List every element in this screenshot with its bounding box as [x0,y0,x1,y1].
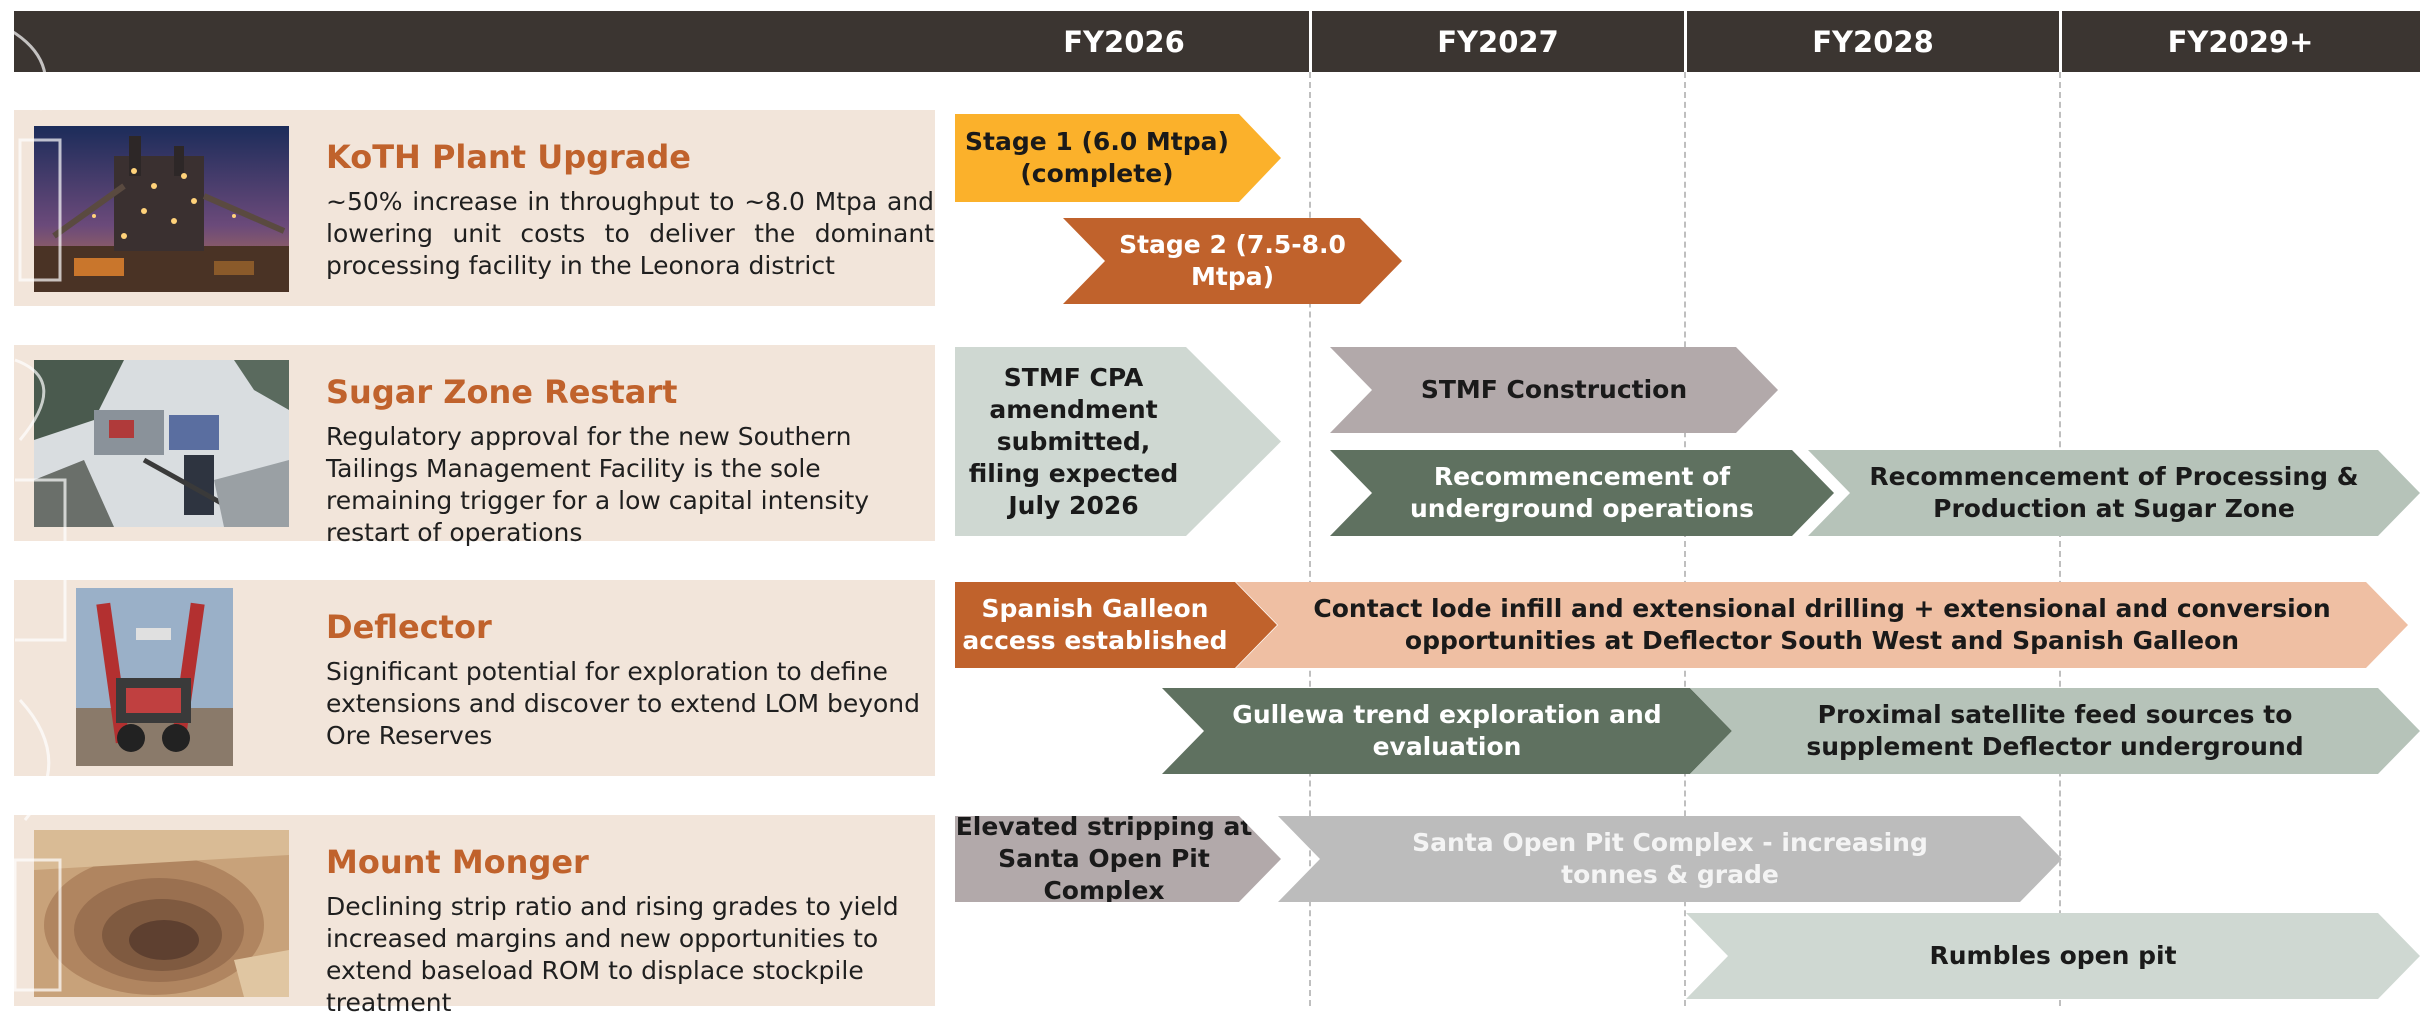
year-divider [1684,11,1687,72]
project-panel-sugar-zone: Sugar Zone Restart Regulatory approval f… [14,345,935,547]
timeline-header [14,11,2420,72]
year-gridline [1309,72,1311,1006]
year-divider [2059,11,2062,72]
year-gridline [2059,72,2061,1006]
year-header-fy2026: FY2026 [1063,24,1185,59]
year-header-fy2028: FY2028 [1812,24,1934,59]
milestone-koth-stage2: Stage 2 (7.5-8.0 Mtpa) [1063,218,1402,304]
milestone-koth-stage1: Stage 1 (6.0 Mtpa) (complete) [955,114,1281,202]
project-description: Declining strip ratio and rising grades … [326,892,899,1017]
project-title: Sugar Zone Restart [326,373,678,411]
drilling-rig-photo [76,588,233,766]
year-divider [1309,11,1312,72]
open-pit-photo [34,830,289,997]
milestone-sugar-underground: Recommencement of underground operations [1330,450,1834,536]
milestone-monger-stripping: Elevated stripping at Santa Open Pit Com… [955,816,1281,902]
project-description: Regulatory approval for the new Southern… [326,422,870,547]
mine-site-photo [34,360,289,527]
processing-plant-photo [34,126,289,292]
milestone-deflector-galleon: Spanish Galleon access established [955,582,1277,668]
milestone-deflector-satellite: Proximal satellite feed sources to suppl… [1690,688,2420,774]
milestone-sugar-stmf-cpa: STMF CPA amendment submitted, filing exp… [955,347,1281,536]
milestone-deflector-contact-lode: Contact lode infill and extensional dril… [1236,582,2408,668]
project-title: KoTH Plant Upgrade [326,138,691,176]
project-panel-mount-monger: Mount Monger Declining strip ratio and r… [14,815,935,1017]
project-description: Significant potential for exploration to… [326,657,921,750]
milestone-sugar-processing: Recommencement of Processing & Productio… [1808,450,2420,536]
project-panel-koth: KoTH Plant Upgrade ~50% increase in thro… [14,110,935,306]
year-header-fy2029: FY2029+ [2167,24,2314,59]
year-gridline [1684,72,1686,1006]
project-panel-deflector: Deflector Significant potential for expl… [14,580,935,776]
milestone-sugar-stmf-construction: STMF Construction [1330,347,1778,433]
project-title: Deflector [326,608,492,646]
year-header-fy2027: FY2027 [1437,24,1559,59]
milestone-deflector-gullewa: Gullewa trend exploration and evaluation [1162,688,1732,774]
project-description: ~50% increase in throughput to ~8.0 Mtpa… [326,187,934,280]
milestone-monger-santa: Santa Open Pit Complex - increasing tonn… [1278,816,2062,902]
milestone-monger-rumbles: Rumbles open pit [1686,913,2420,999]
project-title: Mount Monger [326,843,589,881]
